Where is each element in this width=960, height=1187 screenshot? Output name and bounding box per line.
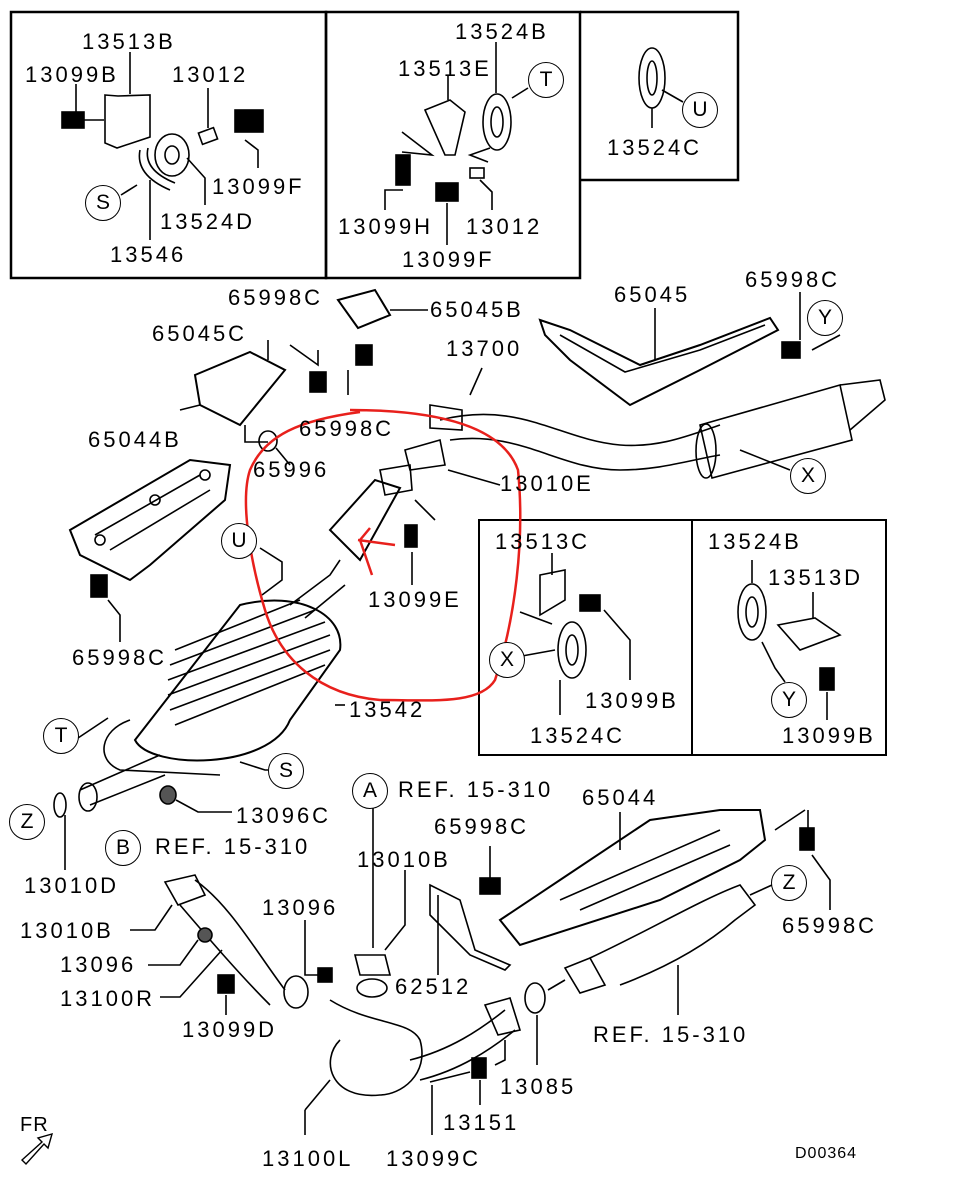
part-label: 13010E	[500, 471, 594, 496]
red-annotation-circle	[244, 408, 522, 702]
reference-label: REF. 15-310	[398, 777, 554, 802]
callout-s: S	[85, 185, 121, 221]
part-label: 13546	[110, 242, 187, 267]
callout-u: U	[221, 523, 257, 559]
part-label: 13099D	[182, 1017, 278, 1042]
part-label: 13099F	[212, 174, 305, 199]
callout-x: X	[790, 458, 826, 494]
part-label: 65998C	[72, 645, 168, 670]
callout-a: A	[352, 773, 388, 809]
part-label: 13100L	[262, 1146, 354, 1171]
part-label: 13099B	[585, 688, 679, 713]
part-label: 13012	[466, 214, 543, 239]
part-label: 13010B	[357, 847, 451, 872]
tail-pipe-13700	[429, 367, 886, 479]
part-label: 13513E	[398, 56, 492, 81]
part-label: 13513C	[495, 529, 591, 554]
part-label: 65998C	[745, 267, 841, 292]
callout-y: Y	[771, 682, 807, 718]
main-muffler-13542	[53, 547, 346, 870]
part-label: 13524B	[455, 19, 549, 44]
rubber-hanger-13524c	[638, 47, 684, 128]
part-label: 13099B	[25, 62, 119, 87]
part-label: 13099H	[338, 214, 434, 239]
part-label: 65996	[253, 457, 330, 482]
part-label: 65998C	[299, 416, 395, 441]
part-label: 65045B	[430, 297, 524, 322]
part-label: 65998C	[228, 285, 324, 310]
part-label: 13010D	[24, 873, 120, 898]
callout-u: U	[682, 92, 718, 128]
part-label: 13524B	[708, 529, 802, 554]
part-label: 62512	[395, 974, 472, 999]
part-label: 13151	[443, 1110, 520, 1135]
part-label: 13010B	[20, 918, 114, 943]
heat-shield-65045c	[179, 340, 327, 443]
hanger-bracket-13513e	[384, 42, 529, 245]
callout-z: Z	[9, 804, 45, 840]
callout-b: B	[105, 830, 141, 866]
part-label: 13524D	[160, 209, 256, 234]
part-label: 13012	[172, 62, 249, 87]
part-label: 65998C	[434, 814, 530, 839]
hanger-bracket-13513c	[519, 553, 631, 715]
bracket-62512	[429, 883, 512, 975]
heat-shield-65044b	[68, 458, 232, 642]
part-label: 13096C	[236, 803, 332, 828]
part-label: 13524C	[607, 135, 703, 160]
callout-s: S	[268, 753, 304, 789]
part-label: 13099C	[386, 1146, 482, 1171]
part-label: 65045C	[152, 321, 248, 346]
heat-shield-65045b	[336, 288, 428, 366]
part-label: 13542	[349, 697, 426, 722]
part-label: 13096	[60, 952, 137, 977]
heat-shield-65044	[479, 809, 831, 947]
callout-x: X	[489, 642, 525, 678]
part-label: 13513B	[82, 29, 176, 54]
diagram-code: D00364	[795, 1145, 858, 1162]
callout-z: Z	[771, 865, 807, 901]
part-label: 13099B	[782, 723, 876, 748]
part-label: 13099F	[402, 247, 495, 272]
hanger-bracket-13513b	[61, 52, 264, 240]
reference-label: REF. 15-310	[593, 1022, 749, 1047]
part-label: 13700	[446, 336, 523, 361]
part-label: 65998C	[782, 913, 878, 938]
part-label: 65044B	[88, 427, 182, 452]
part-label: 13099E	[368, 587, 462, 612]
detail-box-frames	[9, 10, 887, 756]
callout-t: T	[43, 718, 79, 754]
catalytic-converter	[258, 370, 501, 585]
hanger-bracket-13513d	[737, 560, 842, 720]
heat-shield-65045	[538, 292, 841, 407]
part-label: 13096	[262, 895, 339, 920]
red-annotation-arrow	[357, 527, 396, 576]
part-label: 65044	[582, 785, 659, 810]
front-pipe-13100l	[20, 800, 566, 1166]
reference-label: REF. 15-310	[155, 834, 311, 859]
callout-t: T	[528, 62, 564, 98]
part-label: 13524C	[530, 723, 626, 748]
front-pipe-13100r	[130, 874, 333, 1015]
part-label: 13100R	[60, 986, 156, 1011]
front-direction-label: FR	[20, 1114, 49, 1136]
part-label: 65045	[614, 282, 691, 307]
ref-pipe-15-310	[563, 884, 773, 1015]
part-label: 13513D	[768, 565, 864, 590]
callout-y: Y	[807, 300, 843, 336]
part-label: 13085	[500, 1074, 577, 1099]
